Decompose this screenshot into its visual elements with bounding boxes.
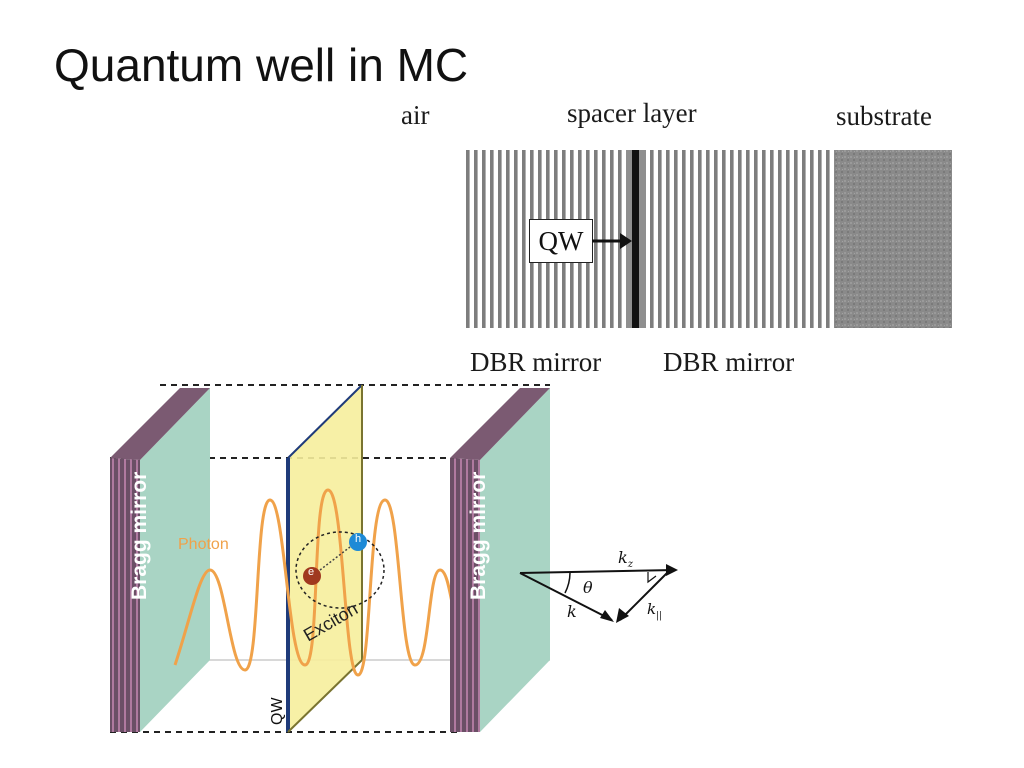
kz-label: kz	[618, 548, 633, 570]
left-bragg-mirror	[110, 388, 210, 732]
microcavity-layer-schematic	[466, 150, 952, 328]
kpar-label: k||	[647, 600, 662, 621]
dbr-mirror-left-label: DBR mirror	[470, 347, 602, 377]
exciton-orbit	[295, 531, 385, 609]
substrate-block	[834, 150, 952, 328]
qw-pointer-arrow-icon	[592, 233, 632, 249]
right-bragg-mirror-label: Bragg mirror	[467, 471, 490, 600]
slide-title: Quantum well in MC	[54, 39, 469, 91]
kpar-main: k	[647, 600, 657, 618]
kz-main: k	[618, 548, 628, 567]
hole-label: h	[355, 533, 362, 545]
kpar-subscript: ||	[656, 611, 663, 621]
qw-vertical-label: QW	[269, 697, 286, 725]
right-bragg-mirror	[450, 388, 550, 732]
wavevector-diagram	[519, 564, 678, 623]
left-bragg-mirror-label: Bragg mirror	[128, 471, 151, 600]
qw-line	[632, 150, 639, 328]
electron-icon	[303, 567, 321, 585]
spacer-layer-label: spacer layer	[567, 98, 697, 128]
photon-wave	[173, 488, 462, 677]
substrate-label: substrate	[836, 101, 932, 131]
electron-label: e	[308, 566, 315, 578]
qw-plane	[286, 384, 363, 733]
qw-label-box: QW	[529, 219, 593, 263]
k-label: k	[567, 602, 577, 621]
dbr-mirror-right-label: DBR mirror	[663, 347, 795, 377]
theta-label: θ	[583, 578, 593, 597]
photon-label: Photon	[178, 536, 229, 553]
right-dbr-stack	[646, 150, 834, 328]
qw-label-text: QW	[538, 225, 584, 256]
cavity-3d-illustration	[110, 384, 678, 733]
hole-icon	[349, 533, 367, 551]
air-label: air	[401, 100, 430, 130]
kz-subscript: z	[627, 559, 633, 571]
